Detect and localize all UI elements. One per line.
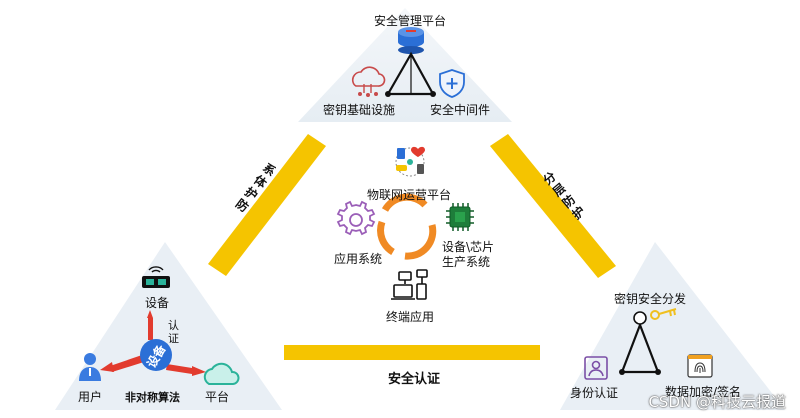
cycle-ring-icon <box>377 193 437 260</box>
right-triangle <box>560 242 785 410</box>
pki-label: 密钥基础设施 <box>323 103 396 117</box>
terminal-devices-icon <box>391 269 428 300</box>
red-arrows <box>100 310 206 376</box>
algo-label: 非对称算法 <box>125 391 180 404</box>
gear-icon <box>336 200 376 236</box>
terminal-app-label: 终端应用 <box>386 310 435 324</box>
key-icon <box>650 308 677 320</box>
auth-char-2: 证 <box>168 332 179 345</box>
identity-icon <box>584 356 608 380</box>
cloud-icon <box>203 362 240 385</box>
identity-label: 身份认证 <box>570 386 619 400</box>
top-inner-triangle <box>386 51 435 96</box>
chip-system-label-1: 设备\芯片 <box>442 240 495 254</box>
device-icon <box>142 266 170 288</box>
fingerprint-card-icon <box>687 354 713 378</box>
user-icon <box>79 353 101 381</box>
top-title: 安全管理平台 <box>374 14 447 28</box>
user-label: 用户 <box>78 390 103 404</box>
database-icon <box>398 27 424 54</box>
right-bar <box>490 134 616 278</box>
encryption-label: 数据加密/签名 <box>665 385 742 399</box>
chip-system-label-2: 生产系统 <box>442 255 491 269</box>
iot-platform-label: 物联网运营平台 <box>367 188 452 202</box>
key-distribution-label: 密钥安全分发 <box>614 292 687 306</box>
chip-icon <box>446 203 474 231</box>
device-hub-circle <box>140 339 172 371</box>
bottom-bar-label: 安全认证 <box>388 372 441 387</box>
pki-icon <box>351 66 386 97</box>
middleware-label: 安全中间件 <box>430 103 491 117</box>
right-inner-triangle <box>620 321 660 374</box>
iot-platform-icon <box>395 146 425 177</box>
left-bar <box>208 134 326 276</box>
device-label: 设备 <box>145 296 170 310</box>
app-system-label: 应用系统 <box>334 252 383 266</box>
platform-label: 平台 <box>205 390 230 404</box>
auth-char-1: 认 <box>168 319 179 332</box>
shield-icon <box>439 69 465 98</box>
bottom-bar <box>284 345 540 360</box>
watermark: CSDN @科技云报道 <box>648 393 786 411</box>
